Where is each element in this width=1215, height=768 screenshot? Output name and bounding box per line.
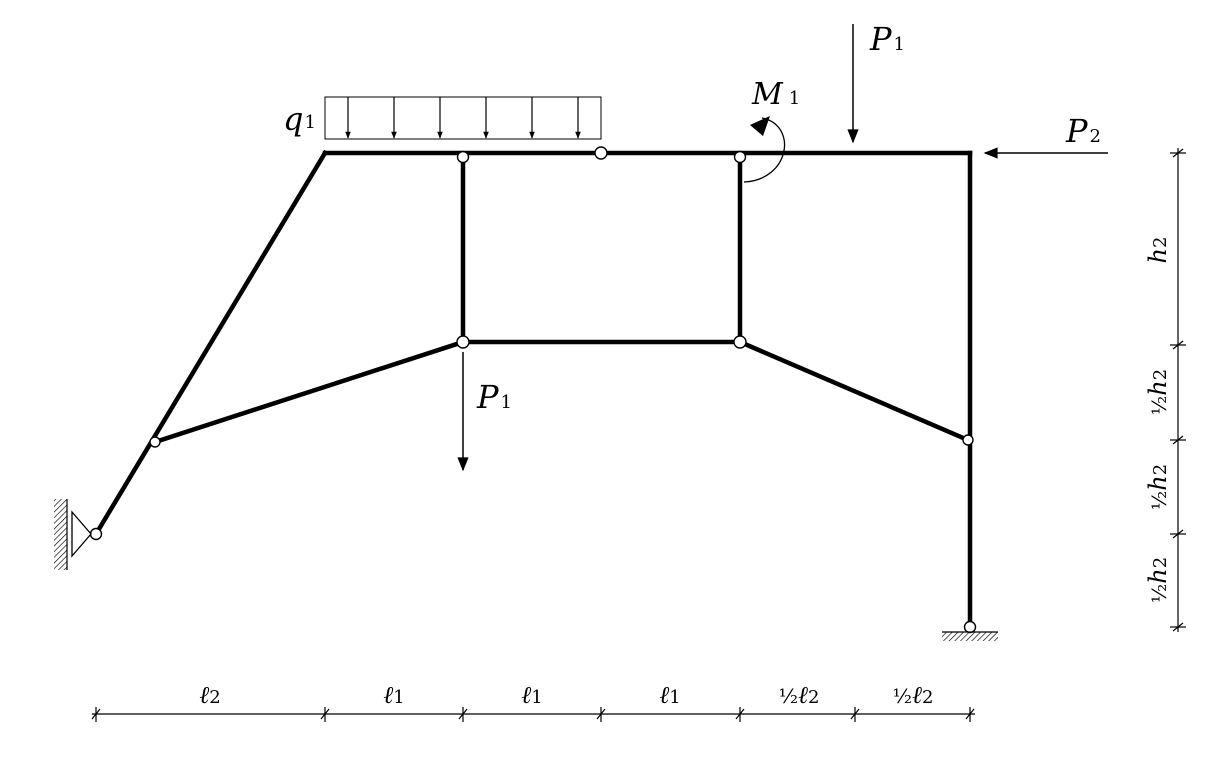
support-triangle-icon xyxy=(71,510,92,558)
dim-label-l1: ℓ1 xyxy=(383,681,404,709)
hinge-lower-left xyxy=(456,335,470,349)
horizontal-dimension-line: ℓ2 ℓ1 ℓ1 ℓ1 ½ℓ2 ½ℓ2 xyxy=(91,681,975,722)
q1-label: q1 xyxy=(283,100,316,138)
vertical-dimension-line: h2 ½h2 ½h2 ½h2 xyxy=(1144,148,1186,632)
moment-arc xyxy=(743,117,786,183)
frame-members xyxy=(92,149,973,630)
hinge-left-support xyxy=(89,527,103,541)
hinge-right-base xyxy=(963,620,977,634)
v-dim-ticks xyxy=(1170,148,1186,632)
hinge-left-tie xyxy=(149,436,161,448)
moment-arrowhead-icon xyxy=(750,116,770,136)
dim-label-half-h2: ½h2 xyxy=(1144,464,1172,510)
hinges xyxy=(89,146,977,634)
hinge-top-right-post xyxy=(733,150,747,164)
right-pin-support xyxy=(942,631,998,641)
dim-label-half-h2: ½h2 xyxy=(1144,369,1172,415)
hinge-lower-right xyxy=(733,335,747,349)
support-hatch-icon xyxy=(54,499,67,570)
hinge-top-middle xyxy=(594,146,608,160)
hinge-right-tie xyxy=(962,434,974,446)
left-roller-support xyxy=(54,499,92,570)
dim-label-half-h2: ½h2 xyxy=(1144,557,1172,603)
hinge-top-left-post xyxy=(456,150,470,164)
left-tie xyxy=(152,339,466,445)
dim-label-l2: ℓ2 xyxy=(199,681,220,709)
dim-label-half-l2: ½ℓ2 xyxy=(893,681,934,709)
dim-label-half-l2: ½ℓ2 xyxy=(779,681,820,709)
dim-label-l1: ℓ1 xyxy=(659,681,680,709)
ground-hatch-icon xyxy=(942,632,998,641)
distributed-load-q1: q1 xyxy=(283,96,602,140)
dim-label-h2: h2 xyxy=(1144,237,1172,264)
dim-label-l1: ℓ1 xyxy=(521,681,542,709)
h-dim-ticks xyxy=(91,707,975,722)
inclined-strut xyxy=(92,149,329,538)
load-box xyxy=(324,96,602,140)
right-tie xyxy=(737,339,971,443)
